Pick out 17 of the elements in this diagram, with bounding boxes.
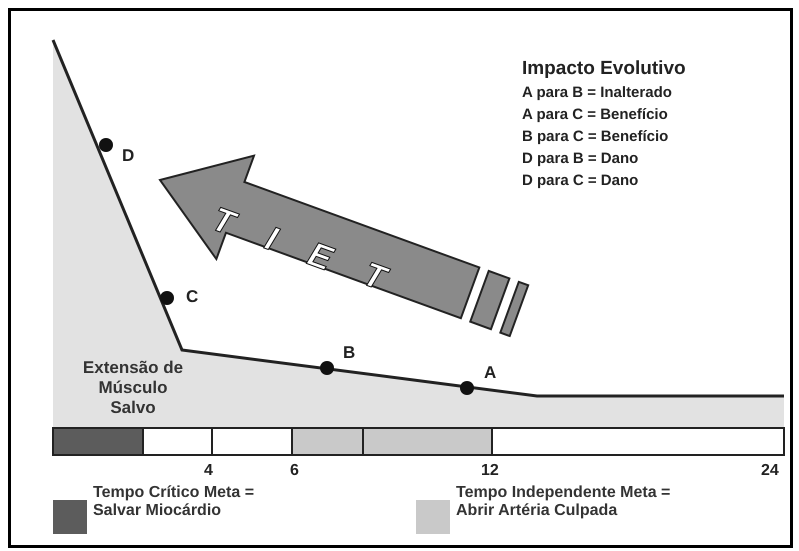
tick-label: 12 [481, 462, 499, 480]
legend-text: Tempo Crítico Meta = Salvar Miocárdio [93, 484, 256, 520]
impact-note: D para C = Dano [522, 172, 638, 189]
point-label: A [484, 363, 496, 383]
point-label: C [186, 287, 198, 307]
impact-note: A para C = Benefício [522, 106, 668, 123]
legend-text: Tempo Independente Meta = Abrir Artéria Culpada [456, 484, 672, 520]
impact-note: A para B = Inalterado [522, 84, 672, 101]
tick-label: 24 [761, 462, 779, 480]
point-label: B [343, 343, 356, 363]
impact-note: D para B = Dano [522, 150, 638, 167]
tick-label: 6 [290, 462, 299, 480]
tick-label: 4 [204, 462, 213, 480]
area-label: Extensão de Músculo Salvo [82, 358, 184, 418]
legend-heading: Impacto Evolutivo [522, 58, 686, 80]
impact-note: B para C = Benefício [522, 128, 668, 145]
point-label: D [122, 146, 134, 166]
